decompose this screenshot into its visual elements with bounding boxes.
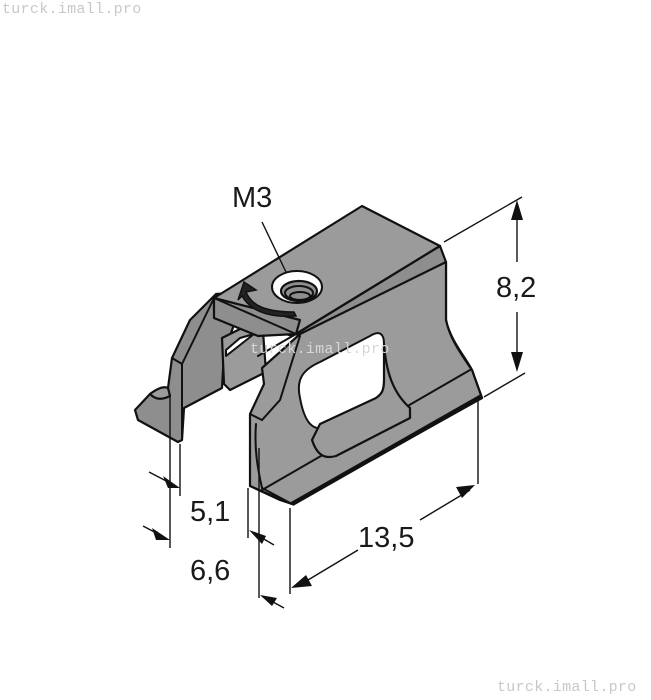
- dimension-inner-width: 6,6: [190, 448, 285, 609]
- rotation-arrow-icon: [237, 280, 298, 318]
- dimension-label-m3: M3: [232, 182, 272, 214]
- watermark-center: turck.imall.pro: [250, 341, 390, 358]
- dimension-slot-width: 5,1: [142, 394, 230, 548]
- dimension-length: 13,5: [289, 400, 479, 594]
- dimension-label-slot-width: 5,1: [190, 496, 230, 528]
- dimension-label-height: 8,2: [496, 272, 536, 304]
- dimension-label-inner-width: 6,6: [190, 555, 230, 587]
- dimension-label-length: 13,5: [358, 522, 414, 554]
- bracket-part: [133, 204, 484, 506]
- watermark-bottom-right: turck.imall.pro: [497, 679, 637, 696]
- dimension-m3: M3: [232, 182, 287, 273]
- watermark-top-left: turck.imall.pro: [2, 1, 142, 18]
- dimension-height: 8,2: [443, 196, 536, 398]
